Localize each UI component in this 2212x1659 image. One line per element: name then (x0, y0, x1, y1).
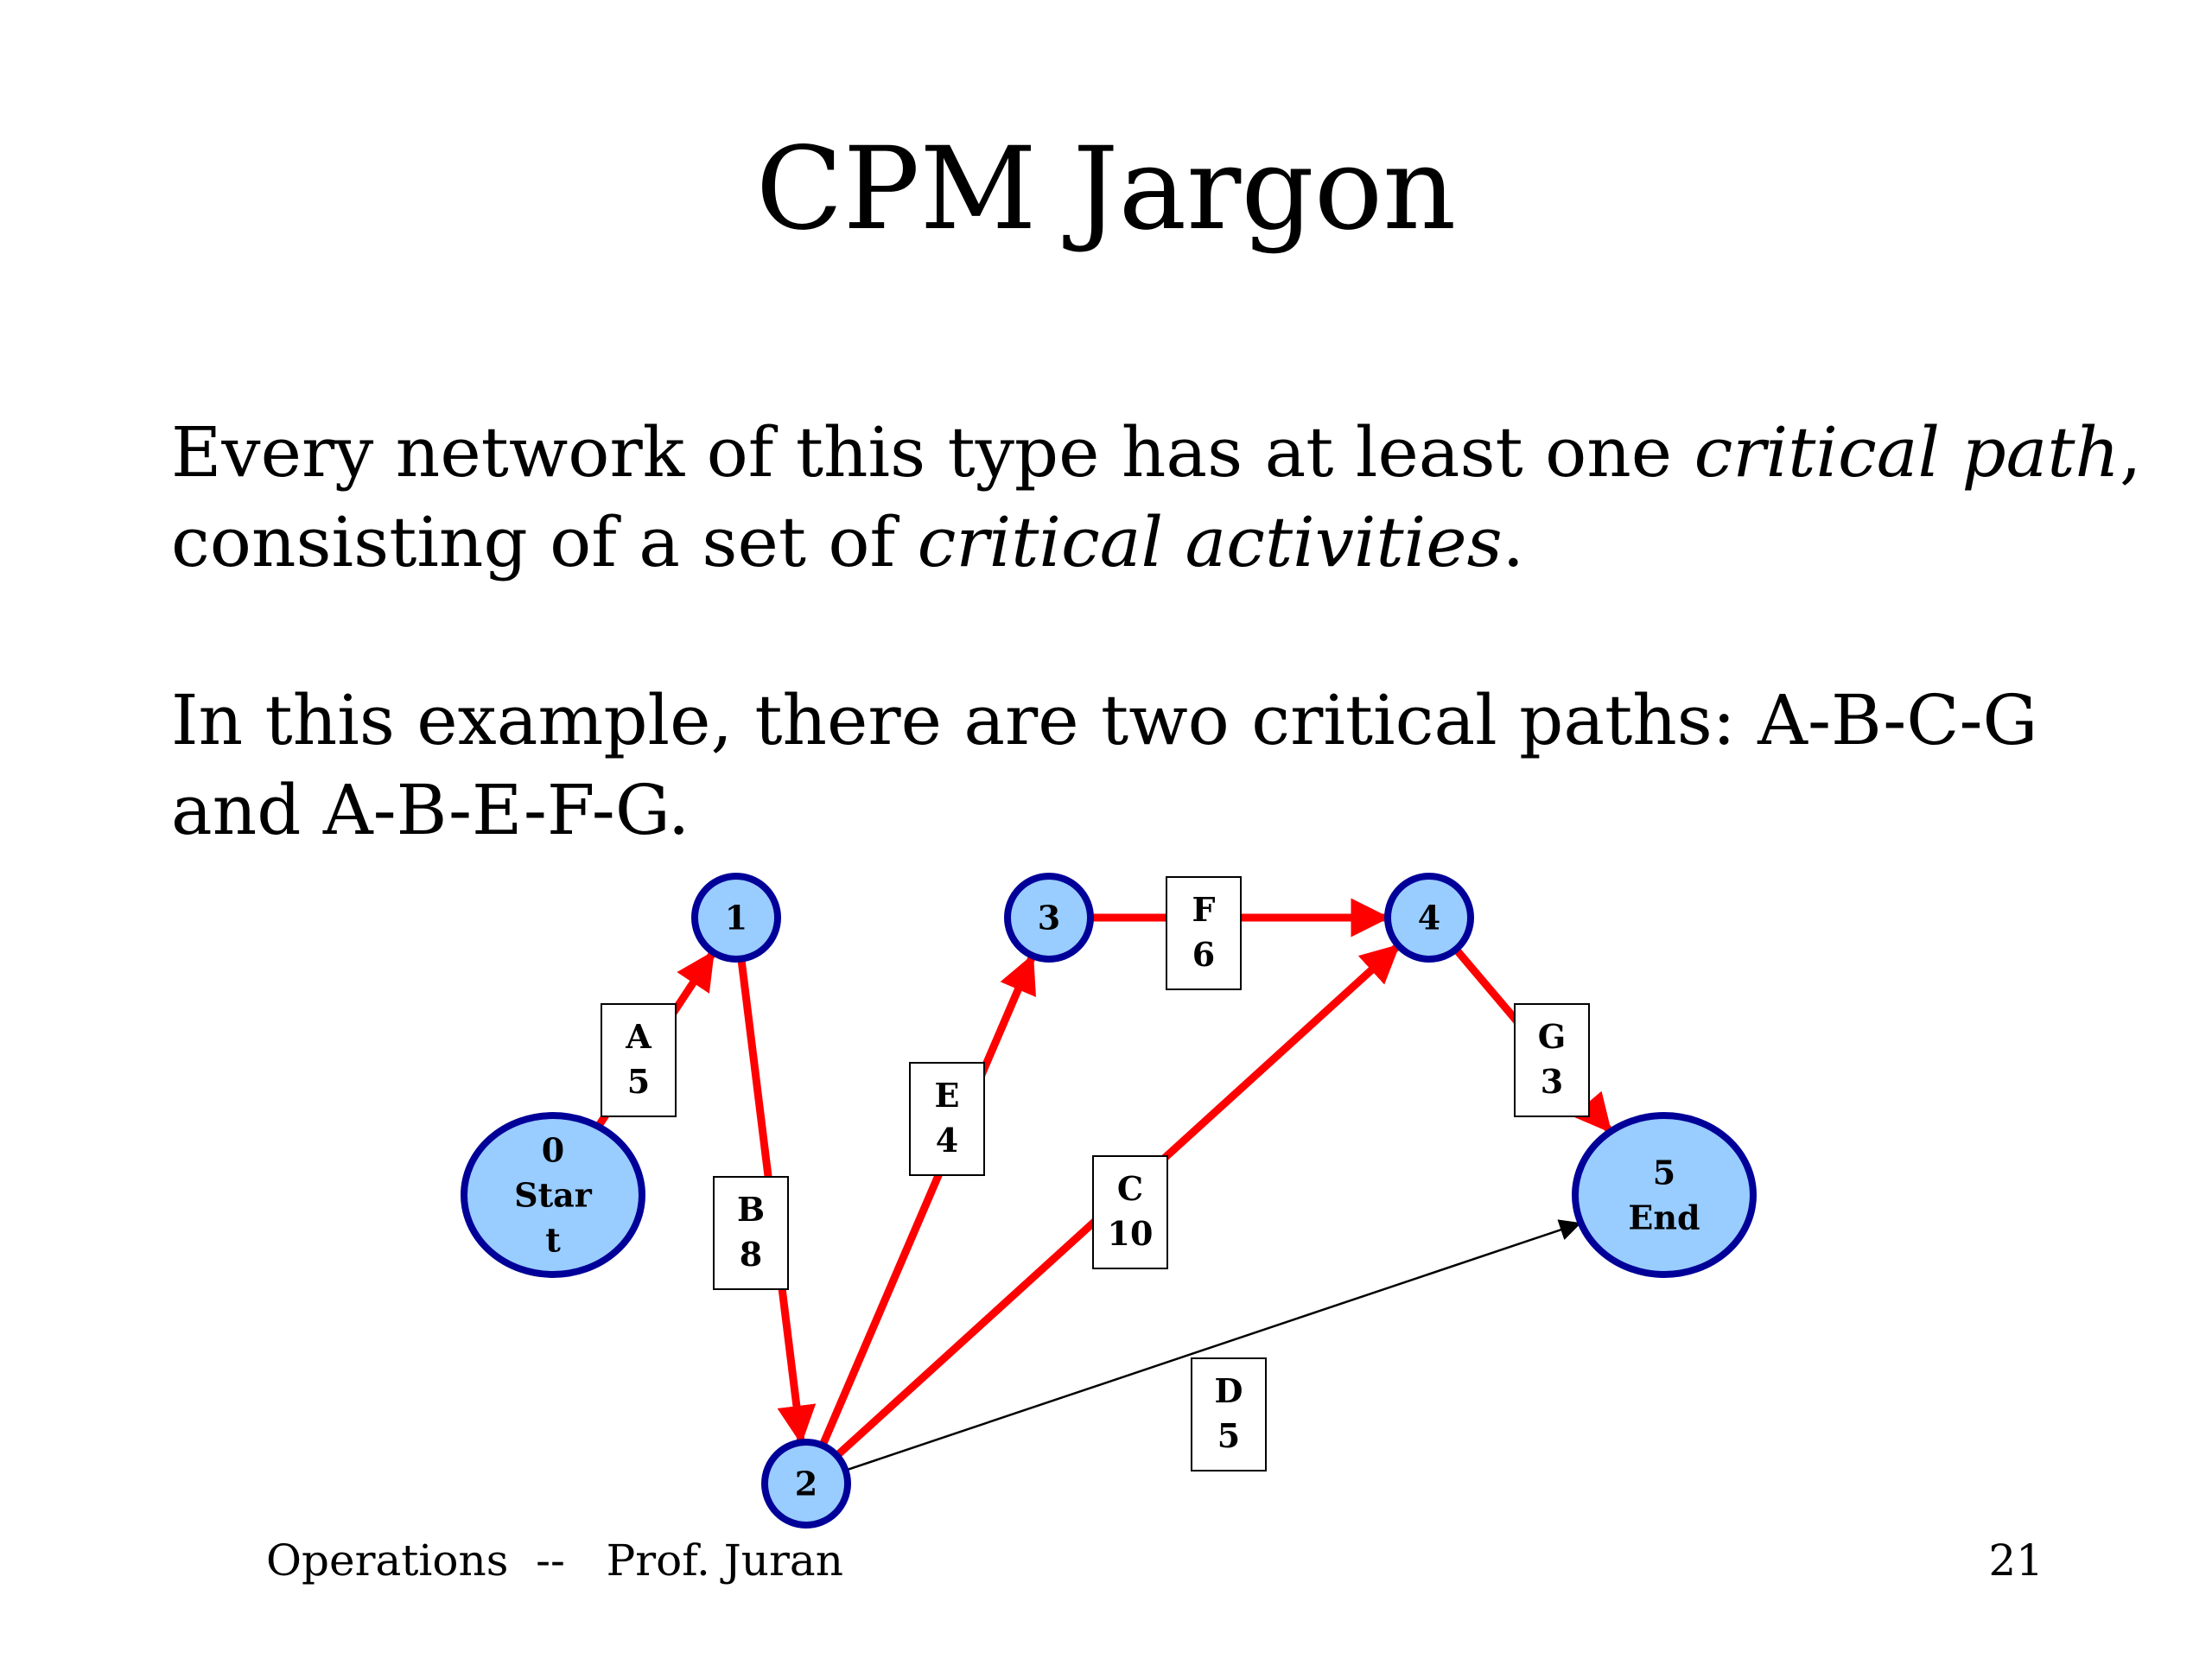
node-label: 3 (1038, 898, 1060, 937)
activity-box-b (713, 1176, 789, 1290)
activity-label-g: G3 (1514, 1003, 1590, 1117)
activity-label-f: F6 (1166, 876, 1242, 990)
paragraph-critical-path: Every network of this type has at least … (171, 408, 2158, 588)
node-label: t (545, 1220, 561, 1259)
activity-name: C (1117, 1169, 1143, 1208)
slide-title: CPM Jargon (755, 123, 1457, 256)
activity-duration: 4 (936, 1121, 958, 1160)
footer-course: Operations -- Prof. Juran (266, 1535, 843, 1586)
activity-edge-d (845, 1219, 1582, 1471)
activity-box-g (1514, 1003, 1590, 1117)
activity-box-e (909, 1062, 985, 1176)
activity-box-c (1092, 1155, 1168, 1269)
event-node-4: 4 (1384, 873, 1474, 963)
node-circle (761, 1439, 851, 1529)
activity-duration: 5 (627, 1062, 650, 1101)
node-label: 5 (1653, 1153, 1675, 1192)
paragraph1-text-1: Every network of this type has at least … (171, 412, 1694, 493)
term-critical-activities: critical activities (917, 502, 1503, 582)
paragraph-example-paths: In this example, there are two critical … (171, 680, 2038, 850)
activity-duration: 5 (1217, 1416, 1240, 1455)
activity-duration: 3 (1541, 1062, 1563, 1101)
node-label: Star (514, 1175, 593, 1214)
term-critical-path: critical path (1694, 412, 2120, 493)
paragraph1-text-3: . (1502, 502, 1525, 582)
paragraph1-text-2: , consisting of a set of (171, 412, 2142, 582)
activity-label-b: B8 (713, 1176, 789, 1290)
activity-label-d: D5 (1191, 1357, 1267, 1471)
node-circle (691, 873, 781, 963)
node-label: End (1628, 1198, 1700, 1236)
activity-name: B (737, 1190, 765, 1229)
node-circle (1384, 873, 1474, 963)
node-label: 4 (1418, 898, 1440, 937)
activity-name: F (1192, 890, 1216, 929)
event-node-3: 3 (1004, 873, 1094, 963)
activity-name: D (1215, 1371, 1243, 1410)
activity-name: A (625, 1017, 652, 1056)
node-label: 0 (542, 1130, 564, 1169)
activity-duration: 8 (740, 1235, 762, 1274)
activity-duration: 10 (1108, 1214, 1154, 1253)
node-label: 2 (795, 1464, 817, 1503)
activity-label-c: C 10 (1092, 1155, 1168, 1269)
activity-name: E (935, 1076, 960, 1115)
activity-label-e: E4 (909, 1062, 985, 1176)
activity-box-f (1166, 876, 1242, 990)
page-number: 21 (1988, 1535, 2044, 1586)
event-node-2: 2 (761, 1439, 851, 1529)
node-circle (1004, 873, 1094, 963)
activity-duration: 6 (1192, 935, 1215, 974)
event-node-1: 1 (691, 873, 781, 963)
activity-box-d (1191, 1357, 1267, 1471)
activity-box-a (601, 1003, 677, 1117)
activity-name: G (1538, 1017, 1566, 1056)
activity-label-a: A5 (601, 1003, 677, 1117)
node-label: 1 (725, 898, 747, 937)
node-circle (1572, 1112, 1757, 1278)
node-circle (461, 1112, 645, 1278)
activity-edge-e (818, 953, 1036, 1447)
